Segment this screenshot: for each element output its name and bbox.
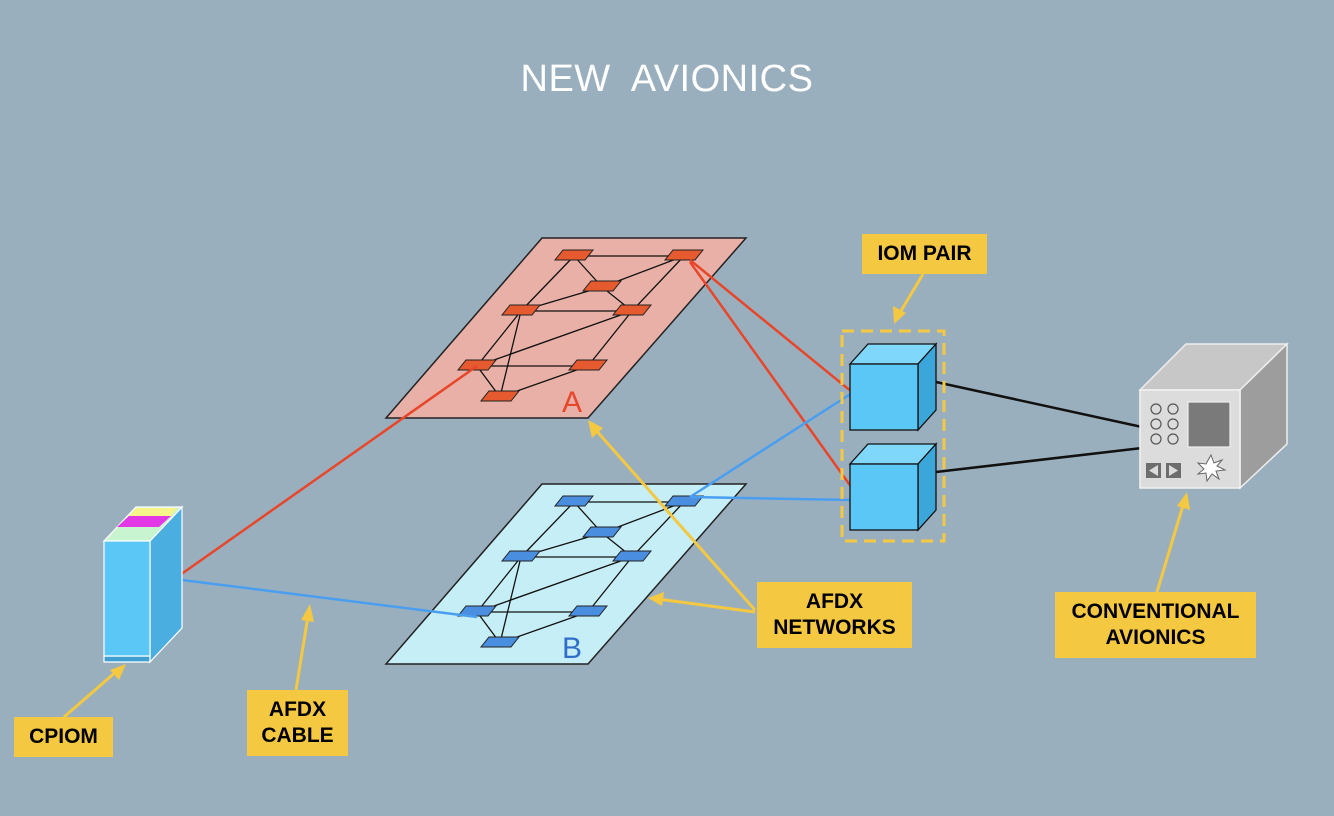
switch-a-5	[611, 304, 653, 316]
conventional-avionics-callout: CONVENTIONAL AVIONICS	[1055, 592, 1256, 658]
network-b-switches	[456, 495, 705, 648]
knob-icons	[1150, 403, 1179, 445]
network-a-plane	[384, 237, 748, 419]
afdx-networks-callout: AFDX NETWORKS	[757, 582, 912, 648]
switch-b-7	[567, 605, 609, 617]
screen-icon	[1187, 401, 1231, 448]
callout-arrows	[63, 273, 1190, 719]
network-b-label: B	[562, 632, 582, 665]
right-arrow-icon	[1169, 465, 1178, 476]
iom-module-1	[848, 342, 938, 432]
conventional-avionics-unit	[1138, 342, 1289, 490]
iom-pair-box	[840, 329, 946, 543]
switch-a-2	[663, 249, 705, 261]
left-arrow-icon	[1149, 465, 1158, 476]
network-b-plane	[384, 483, 748, 665]
page-title: NEW AVIONICS	[520, 58, 814, 100]
switch-b-4	[500, 550, 542, 562]
conventional-links	[935, 380, 1143, 474]
switch-b-8	[479, 636, 521, 648]
switch-a-3	[581, 280, 623, 292]
switch-a-1	[553, 249, 595, 261]
iom-module-2	[848, 442, 938, 532]
afdx-cable-callout: AFDX CABLE	[247, 690, 348, 756]
iom-pair-callout: IOM PAIR	[862, 234, 987, 274]
network-a-label: A	[562, 386, 582, 419]
switch-a-8	[479, 390, 521, 402]
switch-b-3	[581, 526, 623, 538]
network-a-links	[476, 255, 685, 398]
switch-a-4	[500, 304, 542, 316]
switch-b-1	[553, 495, 595, 507]
switch-b-5	[611, 550, 653, 562]
network-a-cables	[179, 259, 854, 577]
network-b-cables	[181, 391, 853, 619]
switch-b-6	[456, 605, 498, 617]
network-a-switches	[456, 249, 705, 402]
cpiom-callout: CPIOM	[14, 717, 113, 757]
switch-a-7	[567, 359, 609, 371]
network-b-links	[476, 501, 685, 644]
starburst-icon	[1196, 453, 1227, 483]
cpiom-module	[102, 505, 184, 664]
switch-a-6	[456, 359, 498, 371]
